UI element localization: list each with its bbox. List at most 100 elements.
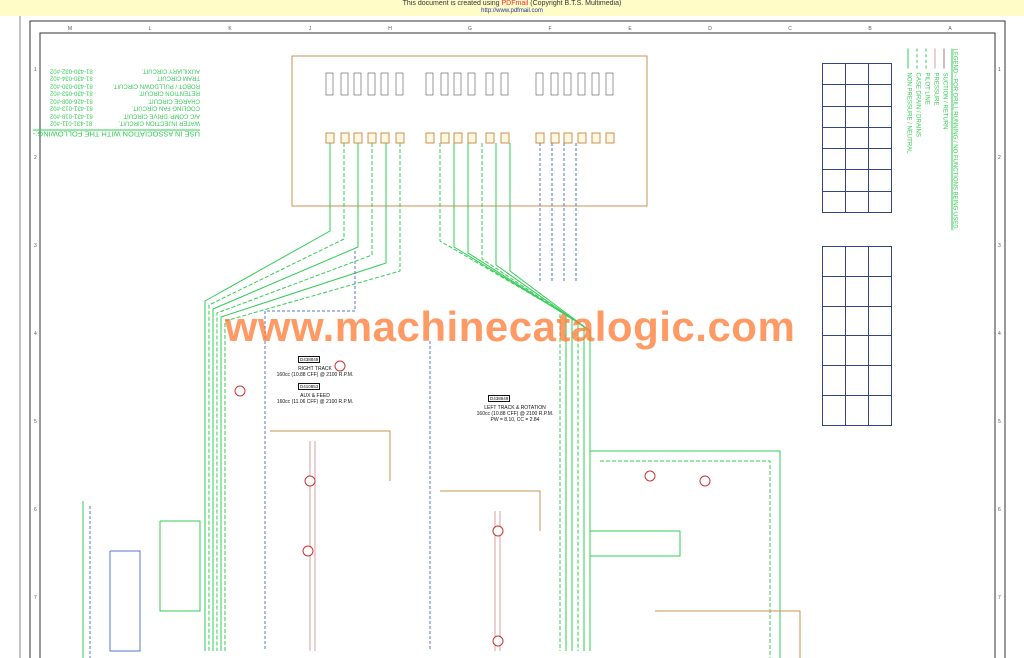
valve-label-box [440,72,449,96]
spec-cell [822,365,846,397]
spec-cell [845,105,869,128]
spec-cell [822,84,846,107]
valve-icon [485,132,495,144]
association-code: 81-431-011-#02 [50,120,93,126]
association-code: 81-430-032-#02 [50,67,93,74]
legend-label: CASE DRAIN / DRAINS [914,72,921,137]
association-code: 81-426-008-#02 [50,97,93,104]
valve-icon [380,132,390,144]
pilot-line [216,143,373,651]
valve-block [589,530,681,557]
grid-column-label: F [548,26,551,32]
aux-feed-part-number: D410853 [298,383,321,390]
valve-label-box [325,72,334,96]
grid-column-label: J [309,26,312,32]
legend-swatch [926,48,927,69]
legend-item: NON PRESSURE / NEUTRAL [905,48,912,189]
association-code: 81-430-053-#02 [50,90,93,96]
spec-cell [845,169,869,192]
suction-line [655,610,801,658]
aux-feed-spec: 160cc (11.06 CFF) @ 2100 R.P.M. [276,399,354,405]
grid-row-label: 3 [998,243,1001,249]
grid-column-label: D [708,26,712,32]
legend-item: CASE DRAIN / DRAINS [914,48,921,189]
spec-cell [822,275,846,307]
legend-label: NON PRESSURE / NEUTRAL [905,72,912,154]
spec-cell [822,169,846,192]
valve-icon [340,132,350,144]
association-list: USE IN ASSOCIATION WITH THE FOLLOWING:- … [32,66,200,139]
grid-row-label: 2 [998,155,1001,161]
grid-row-label: 6 [34,507,37,513]
pump-icon [304,475,316,487]
valve-label-box [577,72,586,96]
valve-icon [550,132,560,144]
spec-table-1 [822,62,892,214]
spec-cell [868,190,892,214]
left-track-part-number: D438849 [488,395,511,402]
legend-label: PRESSURE [932,72,939,106]
grid-row-label: 1 [998,67,1001,73]
grid-row-label: 7 [998,595,1001,601]
legend-swatch [908,48,909,69]
legend-swatch [917,48,918,69]
right-track-title: RIGHT TRACK [298,366,332,372]
grid-column-label: G [468,26,472,32]
valve-icon [500,132,510,144]
banner-text: This document is created using [402,0,500,7]
valve-label-box [353,72,362,96]
grid-row-label: 7 [34,595,37,601]
aux-feed-label: AUX & FEED 160cc (11.06 CFF) @ 2100 R.P.… [255,393,375,405]
association-name: WATER INJECTION CIRCUIT. [118,120,200,126]
pilot-line [495,143,585,651]
association-name: RETENTION CIRCUIT. [138,90,200,96]
hydraulic-lines [82,143,801,658]
pilot-line [453,143,567,651]
association-item: A/C COMP. DRIVE CIRCUIT.81-431-018-#02 [50,111,200,119]
reservoir-block [109,550,141,652]
association-code: 81-430-034-#02 [50,75,93,81]
valve-label-box [395,72,404,96]
spec-cell [845,84,869,107]
association-item: COOLING FAN CIRCUIT.81-431-013-#02 [50,104,200,111]
valve-icon [605,132,615,144]
valve-icon [425,132,435,144]
grid-row-label: 3 [34,243,37,249]
drawing-inner-border [39,32,996,658]
valve-label-box [367,72,376,96]
legend-label: PILOT LINE [923,72,930,105]
pump-icon [699,475,711,487]
pilot-line [224,143,401,651]
grid-column-label: K [228,26,232,32]
spec-cell [845,126,869,150]
watermark: www.machinecatalogic.com [224,303,796,350]
spec-cell [845,335,869,367]
legend-item: PILOT LINE [923,48,930,189]
association-heading: USE IN ASSOCIATION WITH THE FOLLOWING:- [32,129,200,139]
valve-label-box [605,72,614,96]
spec-cell [845,305,869,337]
spec-cell [822,105,846,128]
valve-label-box [380,72,389,96]
pdf-banner: This document is created using PDFmail (… [0,0,1024,16]
valve-label-box [535,72,544,96]
banner-link[interactable]: http://www.pdfmail.com [481,8,543,14]
grid-row-label: 1 [34,67,37,73]
spec-cell [822,190,846,214]
association-item: AUXILIARY CIRCUIT.81-430-032-#02 [50,66,200,74]
legend-item: PRESSURE [932,48,939,189]
association-name: TRAM CIRCUIT. [156,75,200,81]
pilot-line [600,460,771,658]
valve-icon [563,132,573,144]
legend-label: SUCTION / RETURN [941,72,948,130]
pilot-line [204,143,331,651]
association-name: ROBOT / PULLDOWN CIRCUIT. [112,82,200,89]
association-item: ROBOT / PULLDOWN CIRCUIT.81-430-030-#02 [50,81,200,89]
pilot-line [467,143,573,651]
valve-icon [467,132,477,144]
valve-label-box [485,72,494,96]
association-code: 81-431-018-#02 [50,112,93,119]
grid-row-label: 5 [34,419,37,425]
spec-cell [845,246,869,277]
